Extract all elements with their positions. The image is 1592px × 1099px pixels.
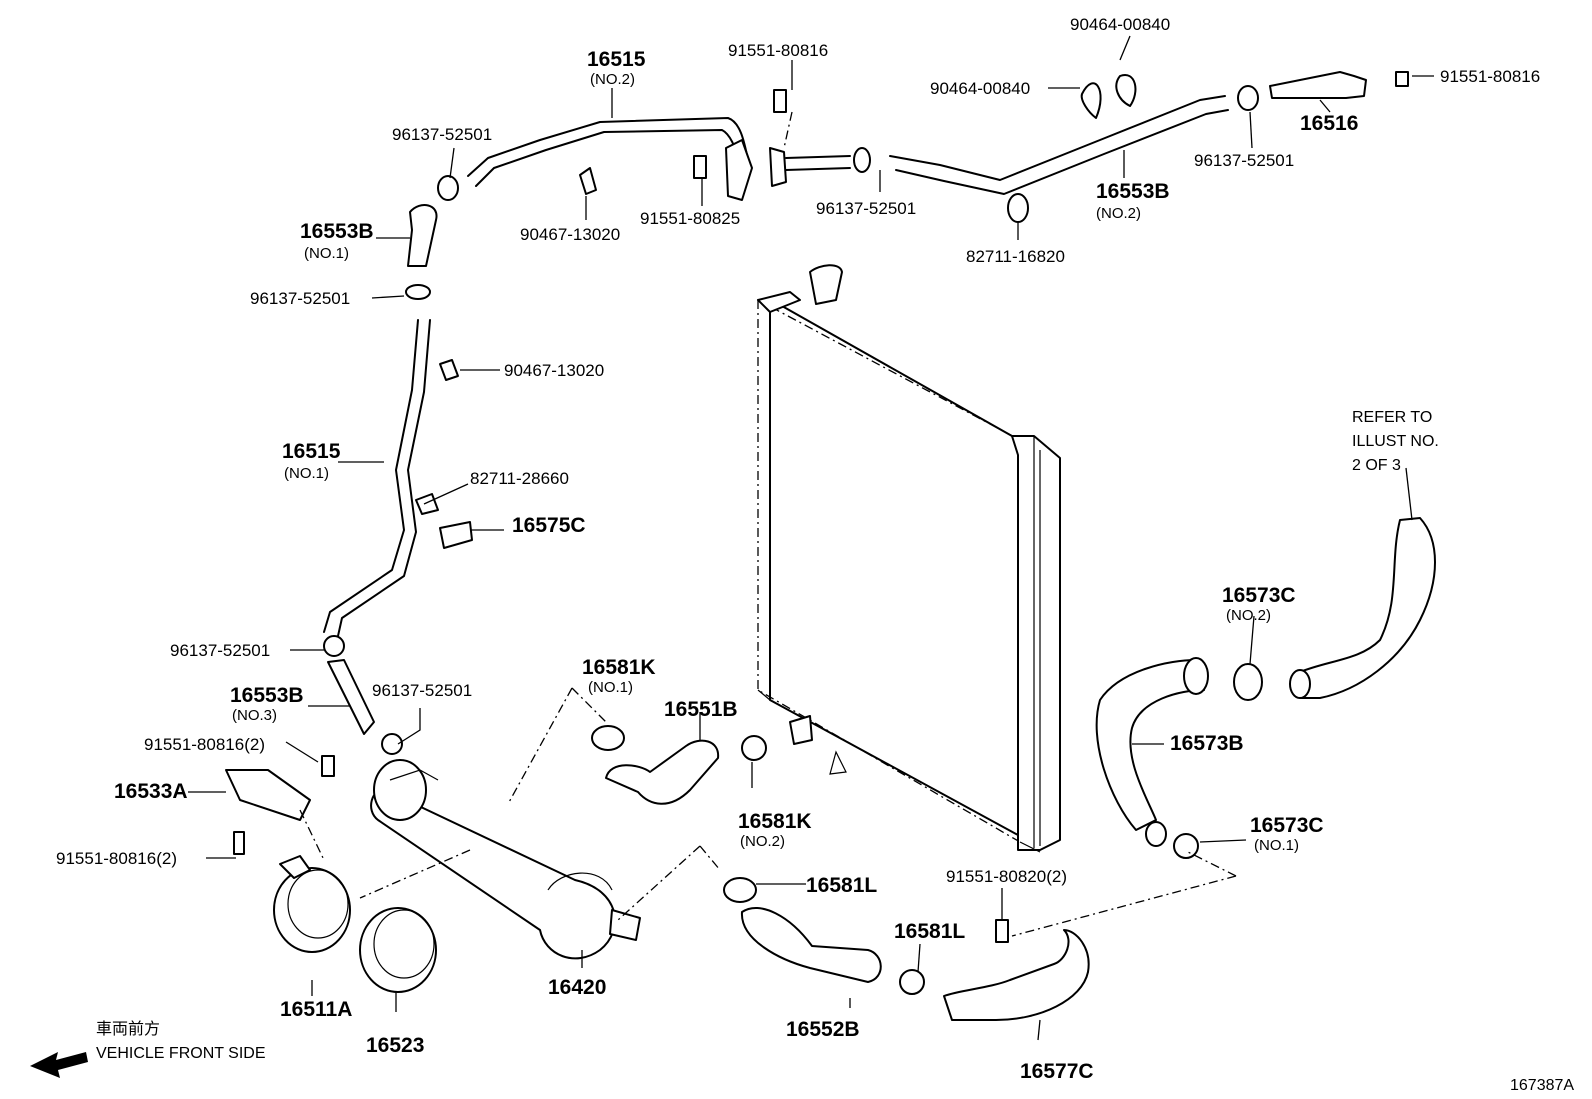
hose-16553b-no3 — [327, 659, 375, 735]
label-96137-52501-c: 96137-52501 — [250, 289, 350, 308]
bracket-16575c — [439, 521, 473, 549]
label-16581l-b: 16581L — [894, 920, 965, 943]
label-91551-80825: 91551-80825 — [640, 209, 740, 228]
label-16515-no1-sub: (NO.1) — [284, 465, 329, 482]
label-16516: 16516 — [1300, 112, 1358, 135]
diagram-id: 167387A — [1510, 1077, 1574, 1094]
dashed-guides — [299, 687, 1237, 937]
leader-lines — [188, 35, 1434, 1041]
front-side-jp: 車両前方 — [96, 1020, 160, 1038]
label-16553b-no2: 16553B — [1096, 180, 1170, 203]
hose-16551b — [605, 739, 720, 805]
label-16573c-no1: 16573C — [1250, 814, 1324, 837]
label-16577c: 16577C — [1020, 1060, 1094, 1083]
bracket-top — [725, 139, 753, 201]
refer-note-line3: 2 OF 3 — [1352, 457, 1401, 474]
label-96137-52501-a: 96137-52501 — [1194, 151, 1294, 170]
label-16515-no2-sub: (NO.2) — [590, 71, 635, 88]
label-16551b: 16551B — [664, 698, 738, 721]
label-91551-80820-2: 91551-80820(2) — [946, 867, 1067, 886]
label-16573b: 16573B — [1170, 732, 1244, 755]
hose-16577c — [943, 929, 1090, 1021]
label-16553b-no1: 16553B — [300, 220, 374, 243]
hose-16573b — [1095, 659, 1205, 831]
label-16553b-no3-sub: (NO.3) — [232, 707, 277, 724]
labels: 16515 (NO.2) 91551-80816 90464-00840 904… — [56, 15, 1574, 1094]
refer-note-line2: ILLUST NO. — [1352, 433, 1439, 450]
label-96137-52501-f: 96137-52501 — [372, 681, 472, 700]
label-16533a: 16533A — [114, 780, 188, 803]
label-16581k-no1-sub: (NO.1) — [588, 679, 633, 696]
hose-16553b-no1 — [407, 204, 438, 267]
label-96137-52501-b: 96137-52501 — [392, 125, 492, 144]
label-90464-00840-b: 90464-00840 — [930, 79, 1030, 98]
refer-note-line1: REFER TO — [1352, 409, 1432, 426]
label-16553b-no2-sub: (NO.2) — [1096, 205, 1141, 222]
label-90467-13020-a: 90467-13020 — [520, 225, 620, 244]
label-16515-no2: 16515 — [587, 48, 646, 71]
label-16575c: 16575C — [512, 514, 586, 537]
label-82711-16820: 82711-16820 — [966, 247, 1065, 266]
label-16581k-no2-sub: (NO.2) — [740, 833, 785, 850]
label-16552b: 16552B — [786, 1018, 860, 1041]
label-16581k-no2: 16581K — [738, 810, 812, 833]
label-16573c-no2-sub: (NO.2) — [1226, 607, 1271, 624]
hose-refer-2of3 — [1299, 517, 1436, 699]
hose-16552b — [740, 907, 882, 983]
radiator — [757, 264, 1061, 853]
label-90467-13020-b: 90467-13020 — [504, 361, 604, 380]
label-16573c-no2: 16573C — [1222, 584, 1296, 607]
label-91551-80816-right: 91551-80816 — [1440, 67, 1540, 86]
label-82711-28660: 82711-28660 — [470, 469, 569, 488]
hose-16553b-no2 — [889, 95, 1226, 181]
label-16581l-a: 16581L — [806, 874, 877, 897]
front-arrow-icon — [30, 1052, 88, 1078]
label-16553b-no3: 16553B — [230, 684, 304, 707]
label-16515-no1: 16515 — [282, 440, 341, 463]
pipe-16516 — [1269, 71, 1367, 99]
label-91551-80816-2b: 91551-80816(2) — [56, 849, 177, 868]
label-96137-52501-e: 96137-52501 — [170, 641, 270, 660]
label-16581k-no1: 16581K — [582, 656, 656, 679]
label-16553b-no1-sub: (NO.1) — [304, 245, 349, 262]
bracket-16533a — [225, 769, 311, 821]
label-16420: 16420 — [548, 976, 606, 999]
label-16573c-no1-sub: (NO.1) — [1254, 837, 1299, 854]
hose-16515-no1 — [323, 319, 419, 633]
label-91551-80816-2a: 91551-80816(2) — [144, 735, 265, 754]
band-16511a — [273, 855, 351, 953]
label-91551-80816-top: 91551-80816 — [728, 41, 828, 60]
front-side-en: VEHICLE FRONT SIDE — [96, 1045, 266, 1062]
reserve-tank-16420 — [370, 759, 641, 960]
label-16523: 16523 — [366, 1034, 424, 1057]
band-16523 — [359, 907, 437, 993]
label-16511a: 16511A — [280, 998, 352, 1021]
label-96137-52501-d: 96137-52501 — [816, 199, 916, 218]
label-90464-00840-a: 90464-00840 — [1070, 15, 1170, 34]
